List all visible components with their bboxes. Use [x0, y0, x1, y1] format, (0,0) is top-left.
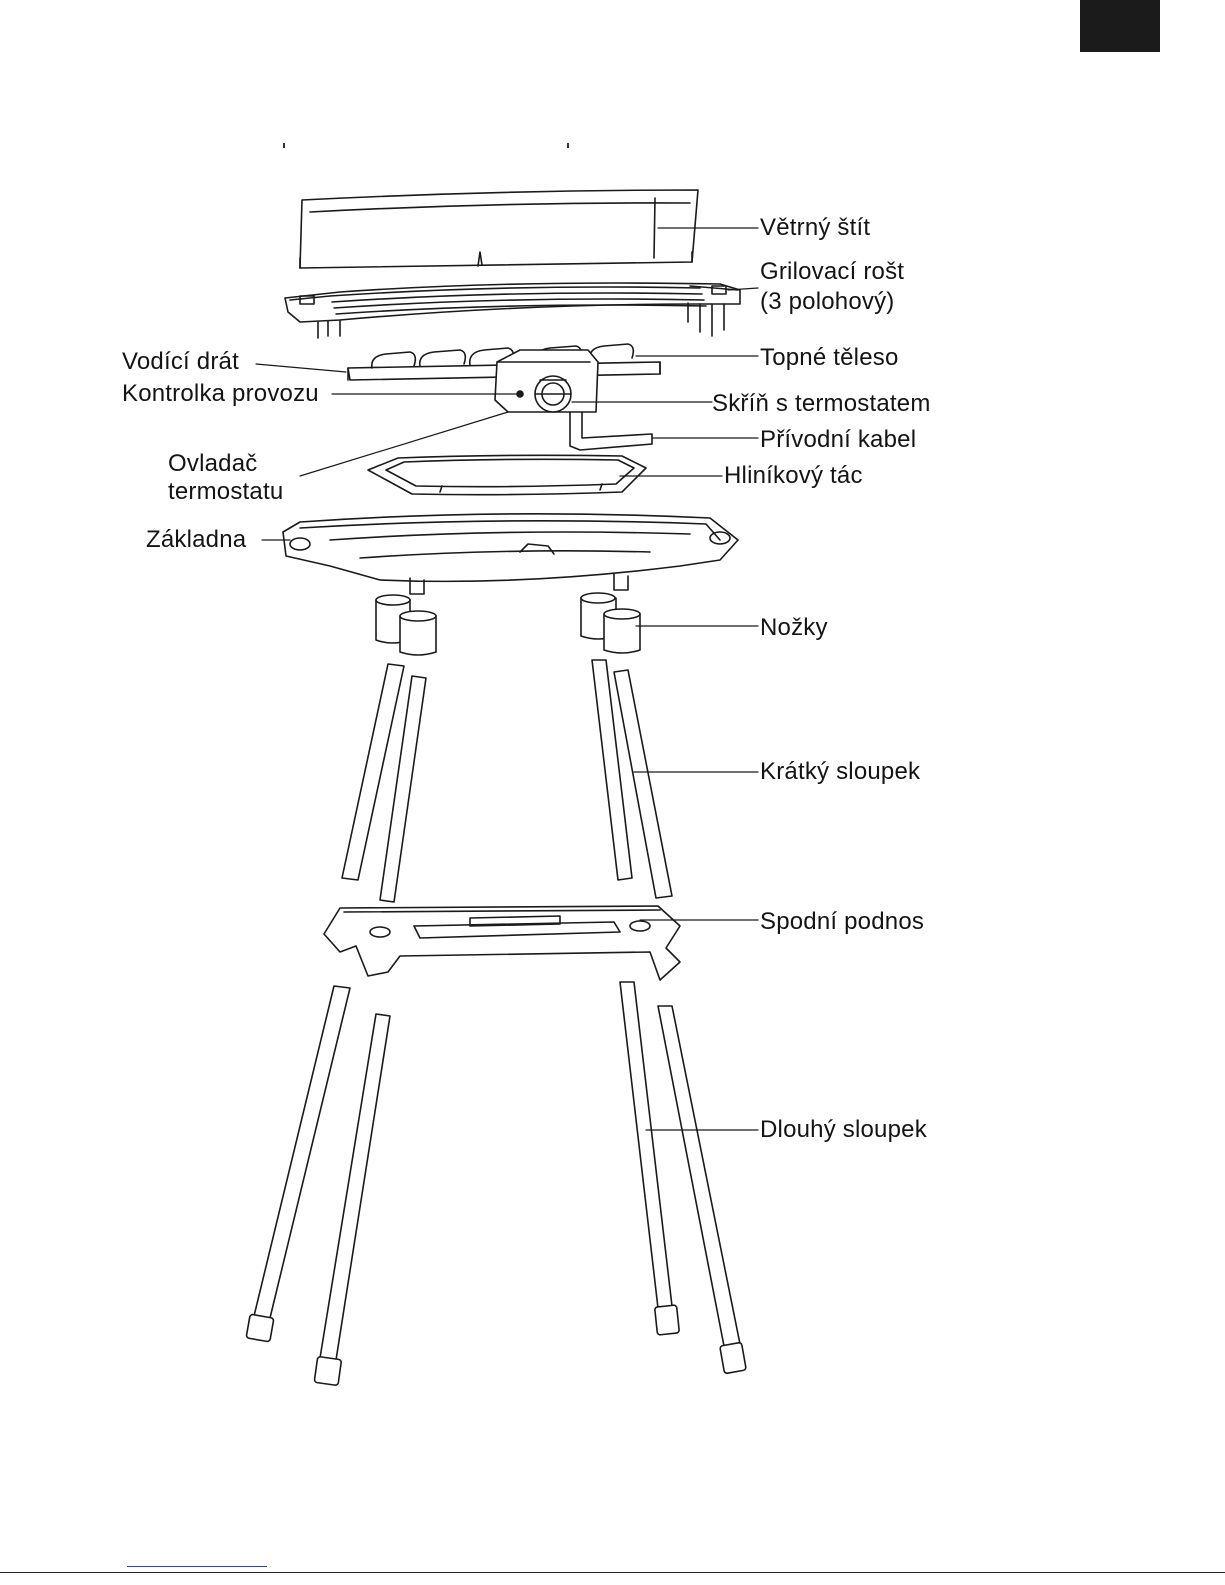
label-long-post: Dlouhý sloupek — [760, 1116, 927, 1144]
footer-link-underline — [127, 1566, 267, 1567]
grill-base — [283, 514, 738, 594]
label-thermostat-control: Ovladač — [168, 450, 257, 478]
wind-shield — [300, 190, 698, 268]
aluminium-tray — [368, 455, 646, 494]
grill-grate — [285, 283, 740, 338]
short-posts — [342, 660, 672, 902]
label-feet: Nožky — [760, 614, 828, 642]
label-short-post: Krátký sloupek — [760, 758, 920, 786]
bottom-shelf — [324, 906, 680, 980]
label-thermostat-housing: Skříň s termostatem — [712, 390, 931, 418]
label-heating-element: Topné těleso — [760, 344, 899, 372]
long-posts — [246, 982, 746, 1386]
feet — [376, 593, 640, 655]
label-power-cable: Přívodní kabel — [760, 426, 916, 454]
label-indicator-light: Kontrolka provozu — [122, 380, 319, 408]
label-grill-grate: Grilovací rošt — [760, 258, 904, 286]
label-grill-grate-positions: (3 polohový) — [760, 288, 894, 316]
label-bottom-shelf: Spodní podnos — [760, 908, 924, 936]
label-thermostat-control-2: termostatu — [168, 478, 283, 506]
label-aluminium-tray: Hliníkový tác — [724, 462, 863, 490]
footer-rule — [0, 1572, 1225, 1573]
label-guide-wire: Vodící drát — [122, 348, 239, 376]
label-wind-shield: Větrný štít — [760, 214, 870, 242]
label-base: Základna — [146, 526, 246, 554]
